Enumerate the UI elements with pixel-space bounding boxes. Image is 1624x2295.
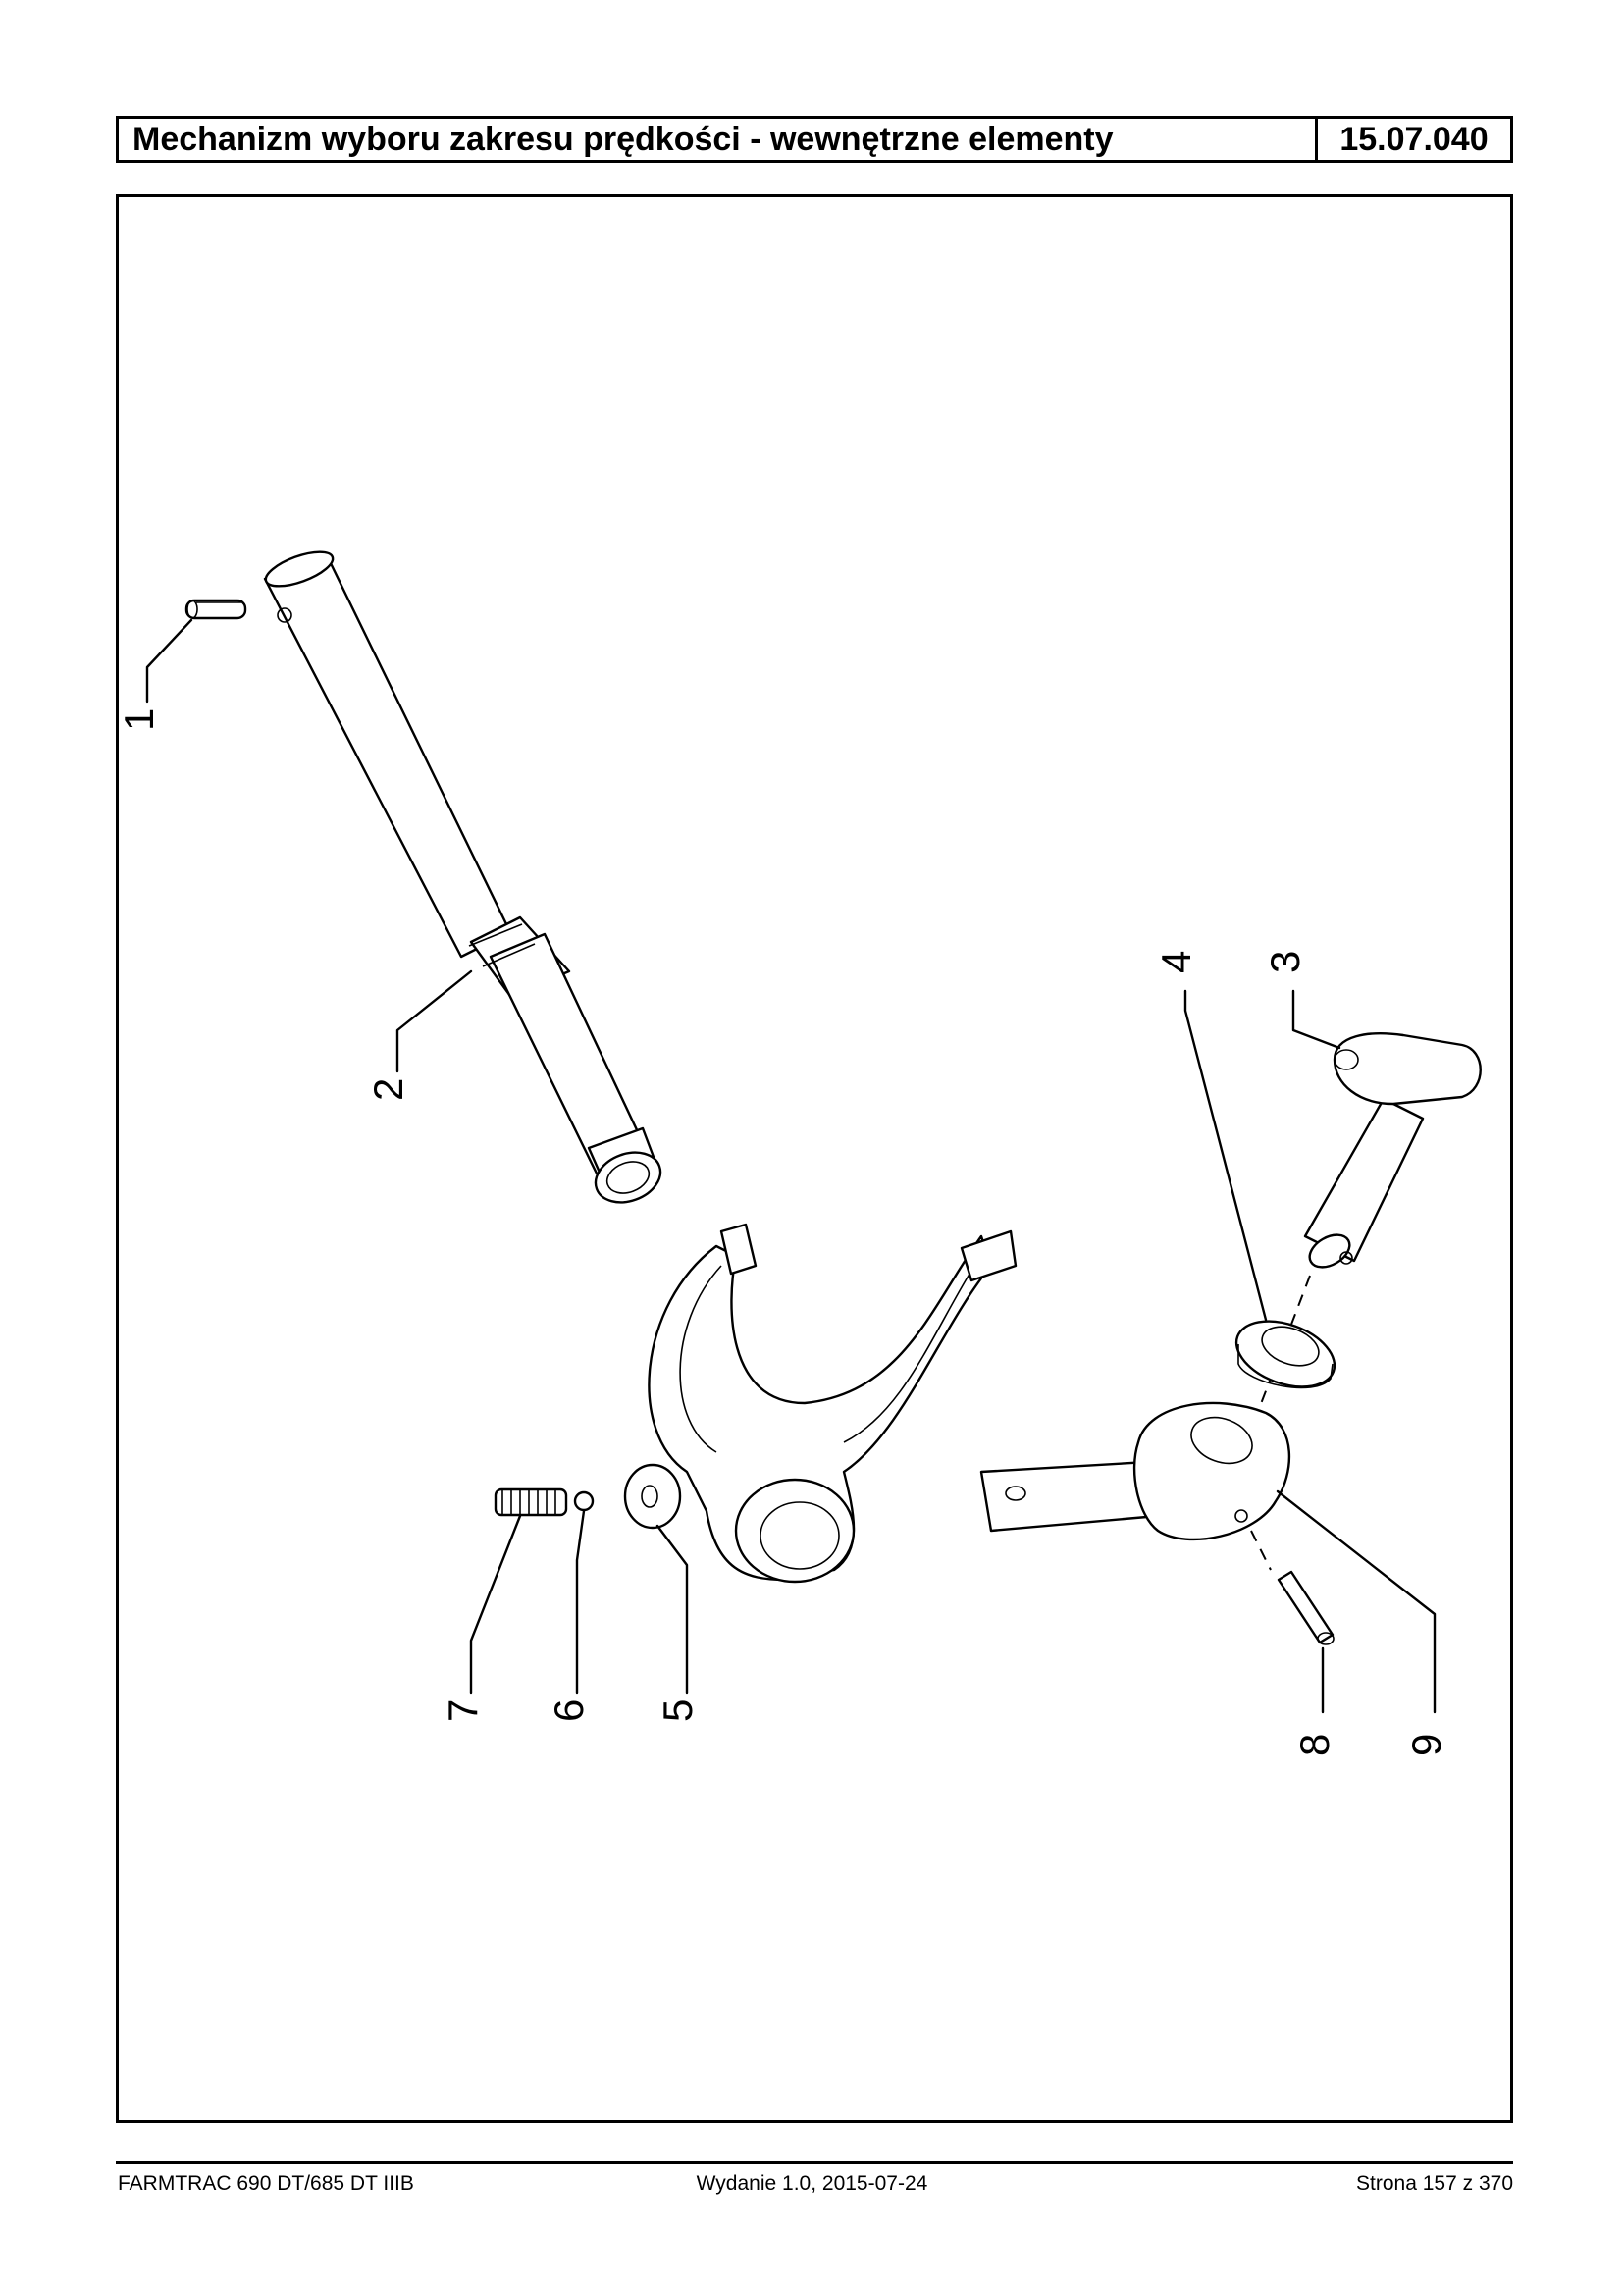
callout-6: 6 [546,1699,592,1722]
part-8-roll-pin [1277,1570,1335,1645]
callout-3: 3 [1262,951,1308,973]
assembly-axis-lower [1250,1530,1272,1571]
callout-7: 7 [440,1699,486,1722]
callout-8: 8 [1291,1734,1337,1756]
callout-2: 2 [365,1078,411,1101]
footer-rule [116,2161,1513,2164]
footer-model: FARMTRAC 690 DT/685 DT IIIB [118,2172,414,2195]
callout-4: 4 [1153,951,1199,973]
footer-edition: Wydanie 1.0, 2015-07-24 [696,2172,928,2195]
callout-1: 1 [116,708,162,731]
part-9-selector-arm [979,1401,1291,1541]
callout-9: 9 [1403,1734,1449,1756]
drawing-frame [116,194,1513,2123]
part-1-pin [184,599,247,620]
section-code: 15.07.040 [1339,120,1489,158]
footer-page-number: Strona 157 z 370 [1356,2172,1513,2195]
fork-boss [623,1463,682,1530]
callout-numbers: 1 2 3 4 5 6 7 8 9 [116,708,1449,1756]
part-2-shaft [263,550,662,1204]
leader-lines [145,618,1437,1714]
callout-5: 5 [655,1699,701,1722]
part-5-shift-fork [648,1223,1018,1584]
part-3-lever [1303,1032,1482,1269]
part-6-detent-ball [573,1490,595,1512]
part-4-bushing [1234,1320,1336,1389]
part-7-spring [494,1487,568,1517]
page-title: Mechanizm wyboru zakresu prędkości - wew… [119,119,1318,160]
header-bar: Mechanizm wyboru zakresu prędkości - wew… [116,116,1513,163]
